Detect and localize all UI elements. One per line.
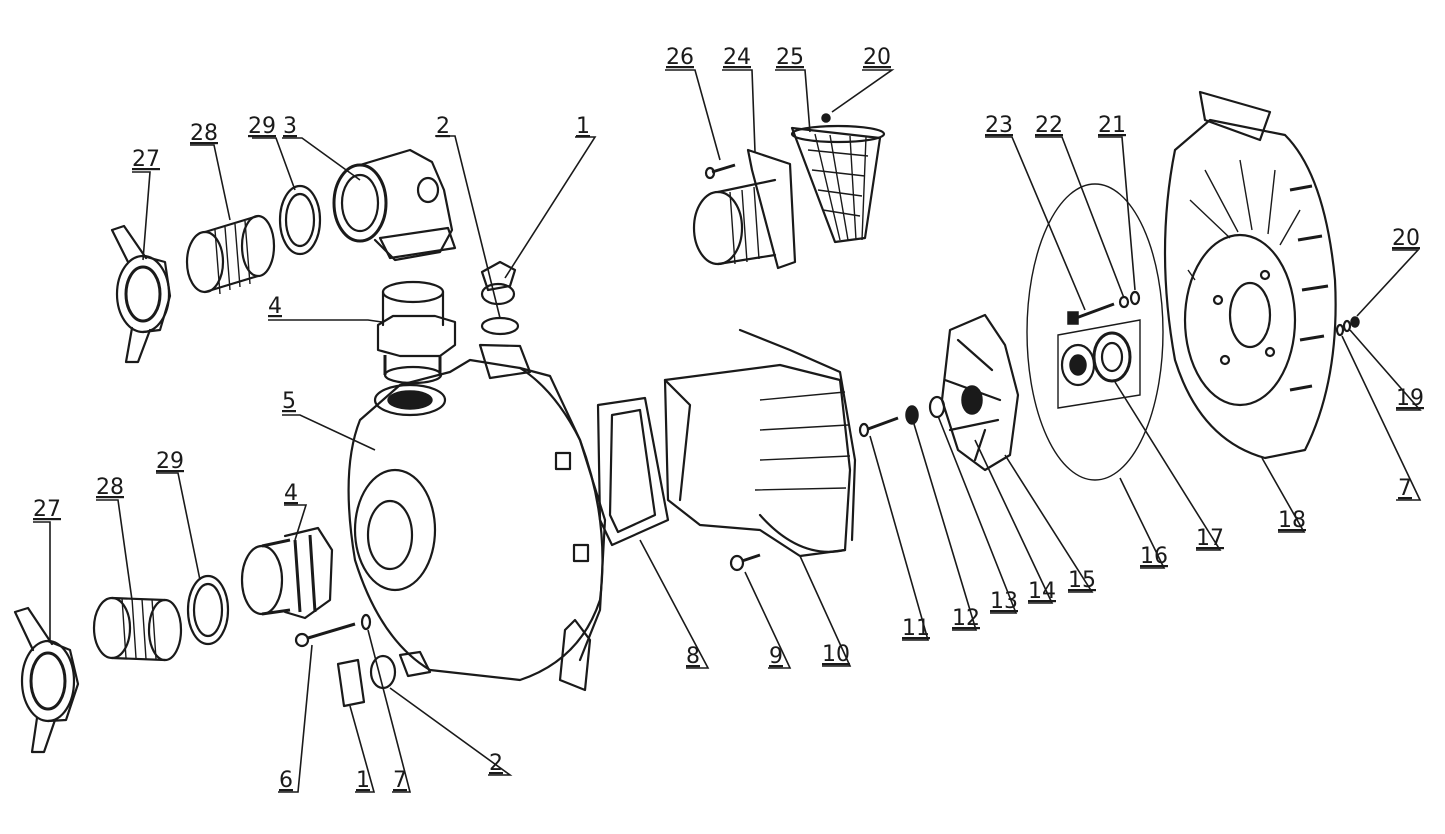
callout-6: 6 xyxy=(279,768,293,793)
elbow-fitting xyxy=(332,148,457,262)
spring-washer xyxy=(905,405,919,425)
washer-22 xyxy=(1118,295,1130,309)
engine-back-plate xyxy=(1163,90,1337,460)
callout-2-lower: 2 xyxy=(489,751,503,776)
nipple-fitting-side xyxy=(240,526,334,620)
pump-housing xyxy=(347,343,607,692)
callout-15: 15 xyxy=(1068,568,1096,593)
gasket-frame xyxy=(596,396,670,547)
callout-20-right: 20 xyxy=(1392,226,1420,251)
large-o-ring xyxy=(1026,183,1164,481)
seal-ring-upper xyxy=(278,184,322,256)
callout-14: 14 xyxy=(1028,579,1056,604)
callout-23: 23 xyxy=(985,113,1013,138)
callout-19: 19 xyxy=(1396,386,1424,411)
washer-19 xyxy=(1342,319,1352,333)
callout-12: 12 xyxy=(952,606,980,631)
callout-18: 18 xyxy=(1278,508,1306,533)
volute-casing xyxy=(663,328,857,558)
callout-26: 26 xyxy=(666,45,694,70)
callout-27-lower: 27 xyxy=(33,497,61,522)
callout-24: 24 xyxy=(723,45,751,70)
callout-5: 5 xyxy=(282,389,296,414)
callout-9: 9 xyxy=(769,644,783,669)
callout-7-right: 7 xyxy=(1398,476,1412,501)
leader-lines xyxy=(33,69,1422,793)
washer-7-right xyxy=(1335,323,1345,337)
seal-bolt xyxy=(1067,302,1115,325)
strainer-basket xyxy=(790,124,886,244)
nut-21 xyxy=(1129,290,1141,306)
nut-20-right xyxy=(1350,316,1360,328)
callout-21: 21 xyxy=(1098,113,1126,138)
o-ring-lower xyxy=(369,654,397,690)
callout-28-lower: 28 xyxy=(96,475,124,500)
wing-nut-upper xyxy=(110,224,172,364)
washer-lower xyxy=(360,613,372,631)
impeller xyxy=(940,313,1020,472)
drain-plug-top xyxy=(480,260,517,306)
callout-3: 3 xyxy=(283,114,297,139)
drain-plug-lower xyxy=(336,658,366,708)
callout-27-upper: 27 xyxy=(132,147,160,172)
hose-barb-upper xyxy=(185,214,276,295)
callout-22: 22 xyxy=(1035,113,1063,138)
callout-2-upper: 2 xyxy=(436,114,450,139)
suction-flange xyxy=(692,148,797,270)
nipple-fitting-top xyxy=(376,280,457,385)
mechanical-seal xyxy=(1057,319,1141,409)
callout-7-lower: 7 xyxy=(393,768,407,793)
callout-28-upper: 28 xyxy=(190,121,218,146)
callout-1-upper: 1 xyxy=(576,114,590,139)
callout-29-upper: 29 xyxy=(248,114,276,139)
callout-20-top: 20 xyxy=(863,45,891,70)
volute-screw xyxy=(729,553,761,572)
callout-4-upper: 4 xyxy=(268,294,282,319)
callout-13: 13 xyxy=(990,589,1018,614)
callout-4-lower: 4 xyxy=(284,481,298,506)
callout-17: 17 xyxy=(1196,526,1224,551)
callout-10: 10 xyxy=(822,642,850,667)
impeller-bolt xyxy=(858,416,899,438)
callout-25: 25 xyxy=(776,45,804,70)
hose-barb-lower xyxy=(92,596,183,662)
nut-strainer xyxy=(821,113,831,123)
callout-29-lower: 29 xyxy=(156,449,184,474)
o-ring-top xyxy=(480,316,520,336)
callout-16: 16 xyxy=(1140,544,1168,569)
callout-labels: 27 28 29 3 2 1 4 5 27 28 29 4 6 1 7 2 26… xyxy=(33,45,1424,793)
callout-11: 11 xyxy=(902,616,930,641)
callout-1-lower: 1 xyxy=(356,768,370,793)
seal-ring-lower xyxy=(186,574,230,646)
strainer-bolt xyxy=(704,163,736,180)
callout-8: 8 xyxy=(686,644,700,669)
bolt-lower xyxy=(294,622,356,648)
wing-nut-lower xyxy=(13,606,80,754)
